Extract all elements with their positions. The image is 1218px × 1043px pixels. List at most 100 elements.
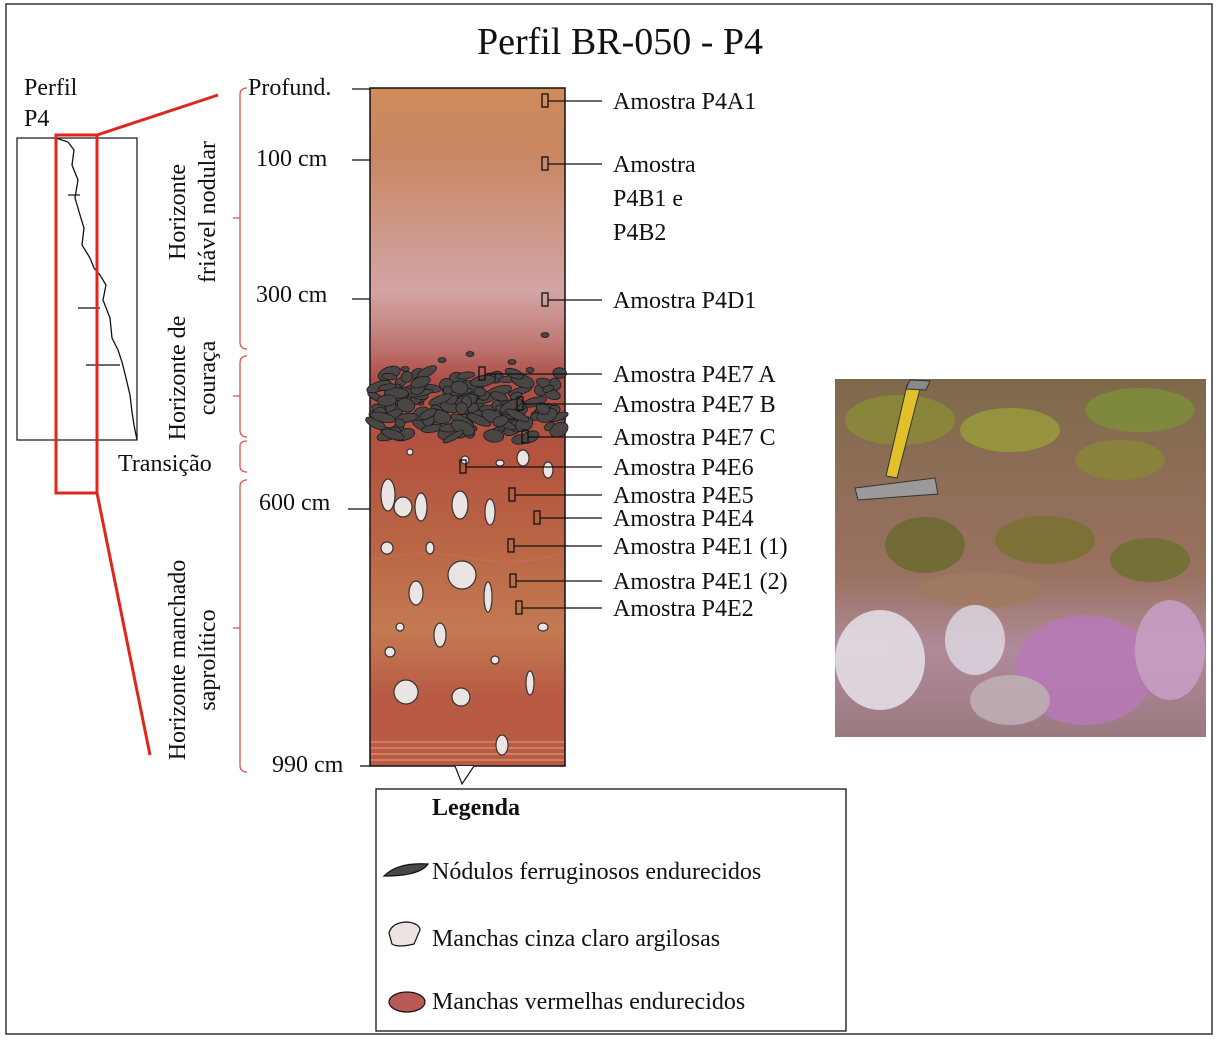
depth-tick-label-600: 600 cm (259, 490, 331, 516)
nodule-mark (369, 411, 396, 424)
nodule-layer (365, 332, 569, 445)
nodule-mark (483, 429, 505, 443)
grey-mottle-mark (414, 492, 428, 522)
zoom-line-bottom (95, 492, 152, 756)
grey-mottle-mark (395, 622, 405, 632)
grey-mottle-mark (447, 560, 477, 590)
figure-frame (5, 3, 1213, 1035)
horizon-couraca-line2: couraça (195, 340, 221, 415)
grey-mottle-mark (380, 541, 394, 555)
nodule-mark (507, 359, 517, 365)
grey-mottle-mark (393, 496, 413, 518)
nodule-mark (542, 384, 555, 393)
sample-label-p4b: P4B2 (613, 220, 666, 246)
nodule-mark (381, 428, 405, 441)
grey-mottle-mark (380, 478, 396, 512)
grey-mottle-mark (406, 448, 414, 456)
grey-mottle-mark (425, 541, 435, 555)
grey-mottle-mark (525, 670, 535, 696)
horizon-transicao-label: Transição (118, 451, 212, 477)
nodule-mark (400, 366, 410, 372)
legend-label-red-mottle: Manchas vermelhas endurecidos (432, 989, 745, 1015)
hammer-image (854, 379, 939, 501)
sample-label-p4e7a: Amostra P4E7 A (613, 362, 776, 388)
nodule-mark (540, 332, 550, 338)
sample-label-p4b: P4B1 e (613, 186, 683, 212)
bracket-friavel (239, 87, 248, 350)
nodule-mark (456, 371, 476, 380)
field-photo (835, 379, 1206, 737)
grey-mottle-mark (433, 622, 447, 648)
nodule-mark (450, 380, 469, 395)
profile-bottom-notch (454, 765, 475, 786)
grey-mottle-mark (490, 655, 500, 665)
profile-bottom-bands (371, 741, 564, 761)
legend: Legenda Nódulos ferruginosos endurecidos… (375, 788, 847, 1032)
depth-tick-label-100: 100 cm (256, 146, 328, 172)
bracket-manchado (239, 479, 248, 773)
depth-tick-label-990: 990 cm (272, 752, 344, 778)
legend-label-grey-mottle: Manchas cinza claro argilosas (432, 926, 720, 952)
nodule-mark (376, 394, 397, 407)
legend-label-nodule: Nódulos ferruginosos endurecidos (432, 859, 761, 885)
nodule-mark (377, 383, 397, 391)
field-photo-texture (835, 388, 1205, 725)
horizon-brackets (233, 87, 248, 773)
mini-profile-label: Perfil (24, 75, 78, 101)
grey-mottle-mark (495, 734, 509, 756)
sample-label-p4a1: Amostra P4A1 (613, 89, 756, 115)
nodule-mark (490, 391, 508, 402)
nodule-mark (455, 402, 468, 415)
nodule-mark (381, 373, 398, 381)
grey-mottle-mark (516, 449, 530, 467)
sample-label-p4e7c: Amostra P4E7 C (613, 425, 776, 451)
grey-mottle-mark (484, 498, 496, 526)
sample-label-p4e2: Amostra P4E2 (613, 596, 754, 622)
nodule-mark (492, 415, 509, 427)
mini-profile-highlight (54, 133, 99, 495)
legend-swatch-nodule (382, 863, 430, 877)
mottle-layer (380, 448, 554, 756)
nodule-mark (410, 375, 431, 389)
grey-mottle-mark (542, 461, 554, 479)
nodule-mark (396, 397, 416, 413)
depth-header: Profund. (248, 75, 331, 101)
sample-label-p4e7b: Amostra P4E7 B (613, 392, 776, 418)
profile-column (365, 87, 569, 786)
nodule-mark (549, 421, 569, 438)
sample-label-p4e5: Amostra P4E5 (613, 483, 754, 509)
grey-mottle-mark (537, 622, 549, 632)
nodule-mark (466, 413, 492, 427)
bracket-transicao (239, 440, 248, 473)
grey-mottle-mark (495, 459, 505, 467)
bracket-couraca (239, 355, 248, 438)
sample-label-p4e4: Amostra P4E4 (613, 506, 754, 532)
nodule-mark (505, 408, 530, 422)
horizon-friavel-line1: Horizonte (165, 164, 191, 260)
mini-profile: Perfil P4 (16, 75, 219, 756)
grey-mottle-mark (384, 646, 396, 658)
mini-profile-id: P4 (24, 106, 49, 132)
sample-label-p4d1: Amostra P4D1 (613, 288, 756, 314)
horizon-couraca-line1: Horizonte de (165, 316, 191, 441)
nodule-mark (442, 430, 465, 444)
legend-swatch-grey-mottle (388, 921, 421, 947)
nodule-mark (465, 351, 475, 357)
zoom-line-top (96, 93, 219, 137)
nodule-mark (473, 387, 487, 397)
grey-mottle-mark (451, 490, 469, 520)
sample-label-p4e1-2: Amostra P4E1 (2) (613, 569, 788, 595)
mini-profile-curve (55, 137, 138, 441)
nodule-mark (525, 367, 535, 373)
horizon-manchado-line1: Horizonte manchado (165, 560, 191, 761)
profile-faint-boundary (371, 551, 565, 563)
depth-tick-label-300: 300 cm (256, 282, 328, 308)
mini-profile-box (16, 137, 138, 441)
grey-mottle-mark (393, 679, 419, 705)
legend-box (375, 788, 847, 1032)
horizon-friavel-line2: friável nodular (195, 141, 221, 283)
sample-label-p4b: Amostra (613, 152, 696, 178)
